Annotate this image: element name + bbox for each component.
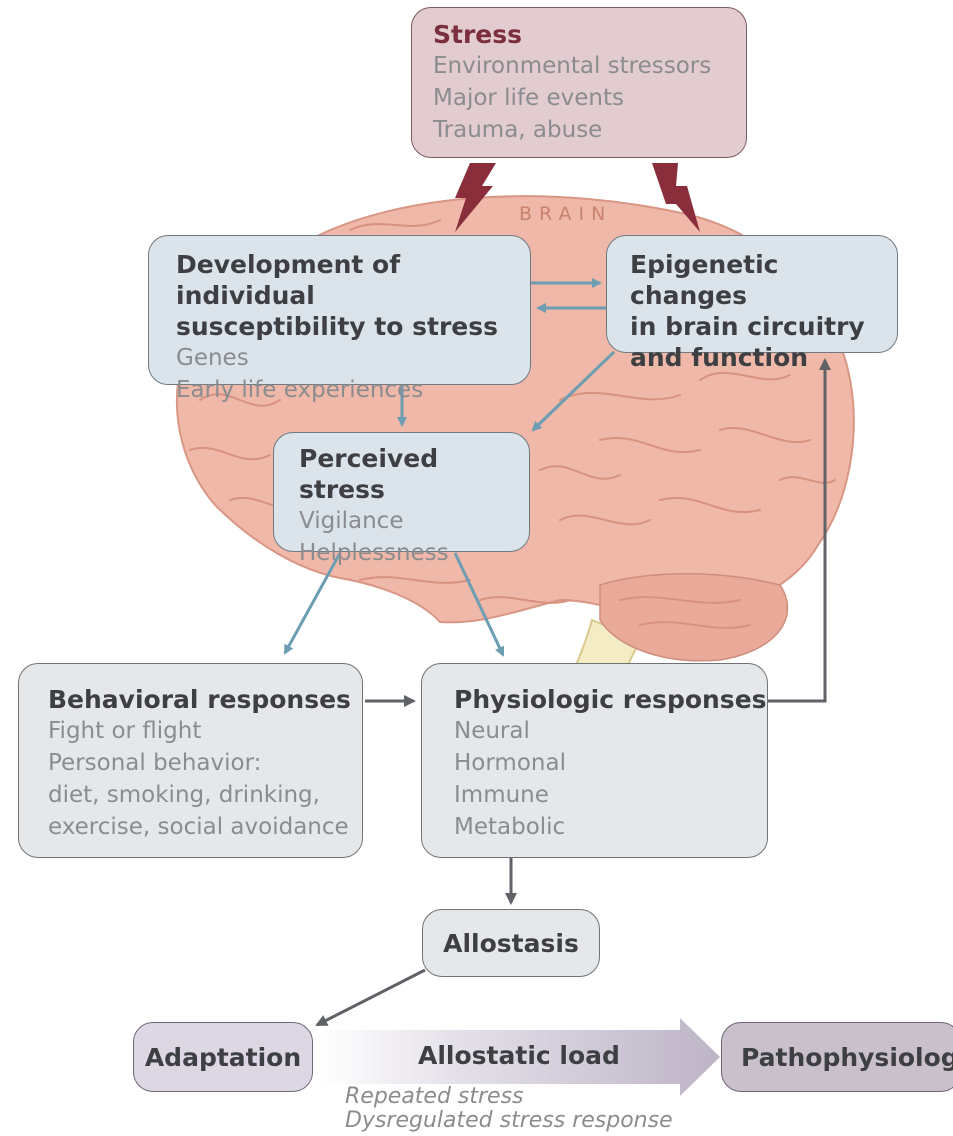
brain-label: BRAIN bbox=[519, 203, 612, 225]
stress-box: Stress Environmental stressors Major lif… bbox=[411, 7, 747, 158]
physiologic-responses-item: Hormonal bbox=[454, 747, 767, 779]
perceived-stress-box: Perceived stress Vigilance Helplessness bbox=[273, 432, 530, 552]
pathophysiology-box: Pathophysiology bbox=[721, 1022, 953, 1092]
perceived-stress-item: Helplessness bbox=[299, 537, 529, 569]
physiologic-responses-item: Metabolic bbox=[454, 811, 767, 843]
behavioral-responses-item: Personal behavior: bbox=[48, 747, 362, 779]
perceived-stress-item: Vigilance bbox=[299, 505, 529, 537]
arrow-allostasis-to-adaptation bbox=[317, 970, 425, 1025]
adaptation-title: Adaptation bbox=[134, 1042, 312, 1073]
susceptibility-item: Early life experiences bbox=[176, 374, 530, 406]
physiologic-responses-item: Neural bbox=[454, 715, 767, 747]
behavioral-responses-title: Behavioral responses bbox=[48, 684, 362, 715]
epigenetic-title-line: in brain circuitry bbox=[630, 311, 897, 342]
epigenetic-box: Epigenetic changes in brain circuitry an… bbox=[606, 235, 898, 353]
allostasis-box: Allostasis bbox=[422, 909, 600, 977]
perceived-stress-title: Perceived stress bbox=[299, 443, 529, 505]
stress-item: Environmental stressors bbox=[433, 50, 746, 82]
behavioral-responses-box: Behavioral responses Fight or flight Per… bbox=[18, 663, 363, 858]
stress-title: Stress bbox=[433, 19, 746, 50]
susceptibility-title-line: susceptibility to stress bbox=[176, 311, 530, 342]
stress-item: Trauma, abuse bbox=[433, 114, 746, 146]
allostasis-title: Allostasis bbox=[423, 928, 599, 959]
behavioral-responses-item: Fight or flight bbox=[48, 715, 362, 747]
stress-item: Major life events bbox=[433, 82, 746, 114]
allostatic-load-item: Dysregulated stress response bbox=[345, 1108, 673, 1133]
physiologic-responses-item: Immune bbox=[454, 779, 767, 811]
susceptibility-title-line: Development of individual bbox=[176, 249, 530, 311]
pathophysiology-title: Pathophysiology bbox=[741, 1042, 953, 1073]
physiologic-responses-box: Physiologic responses Neural Hormonal Im… bbox=[421, 663, 768, 858]
epigenetic-title-line: and function bbox=[630, 342, 897, 373]
susceptibility-box: Development of individual susceptibility… bbox=[148, 235, 531, 385]
behavioral-responses-item: diet, smoking, drinking, bbox=[48, 779, 362, 811]
allostatic-load-title: Allostatic load bbox=[418, 1041, 620, 1070]
susceptibility-item: Genes bbox=[176, 342, 530, 374]
allostatic-load-item: Repeated stress bbox=[345, 1084, 524, 1109]
epigenetic-title-line: Epigenetic changes bbox=[630, 249, 897, 311]
adaptation-box: Adaptation bbox=[133, 1022, 313, 1092]
behavioral-responses-item: exercise, social avoidance bbox=[48, 811, 362, 843]
physiologic-responses-title: Physiologic responses bbox=[454, 684, 767, 715]
